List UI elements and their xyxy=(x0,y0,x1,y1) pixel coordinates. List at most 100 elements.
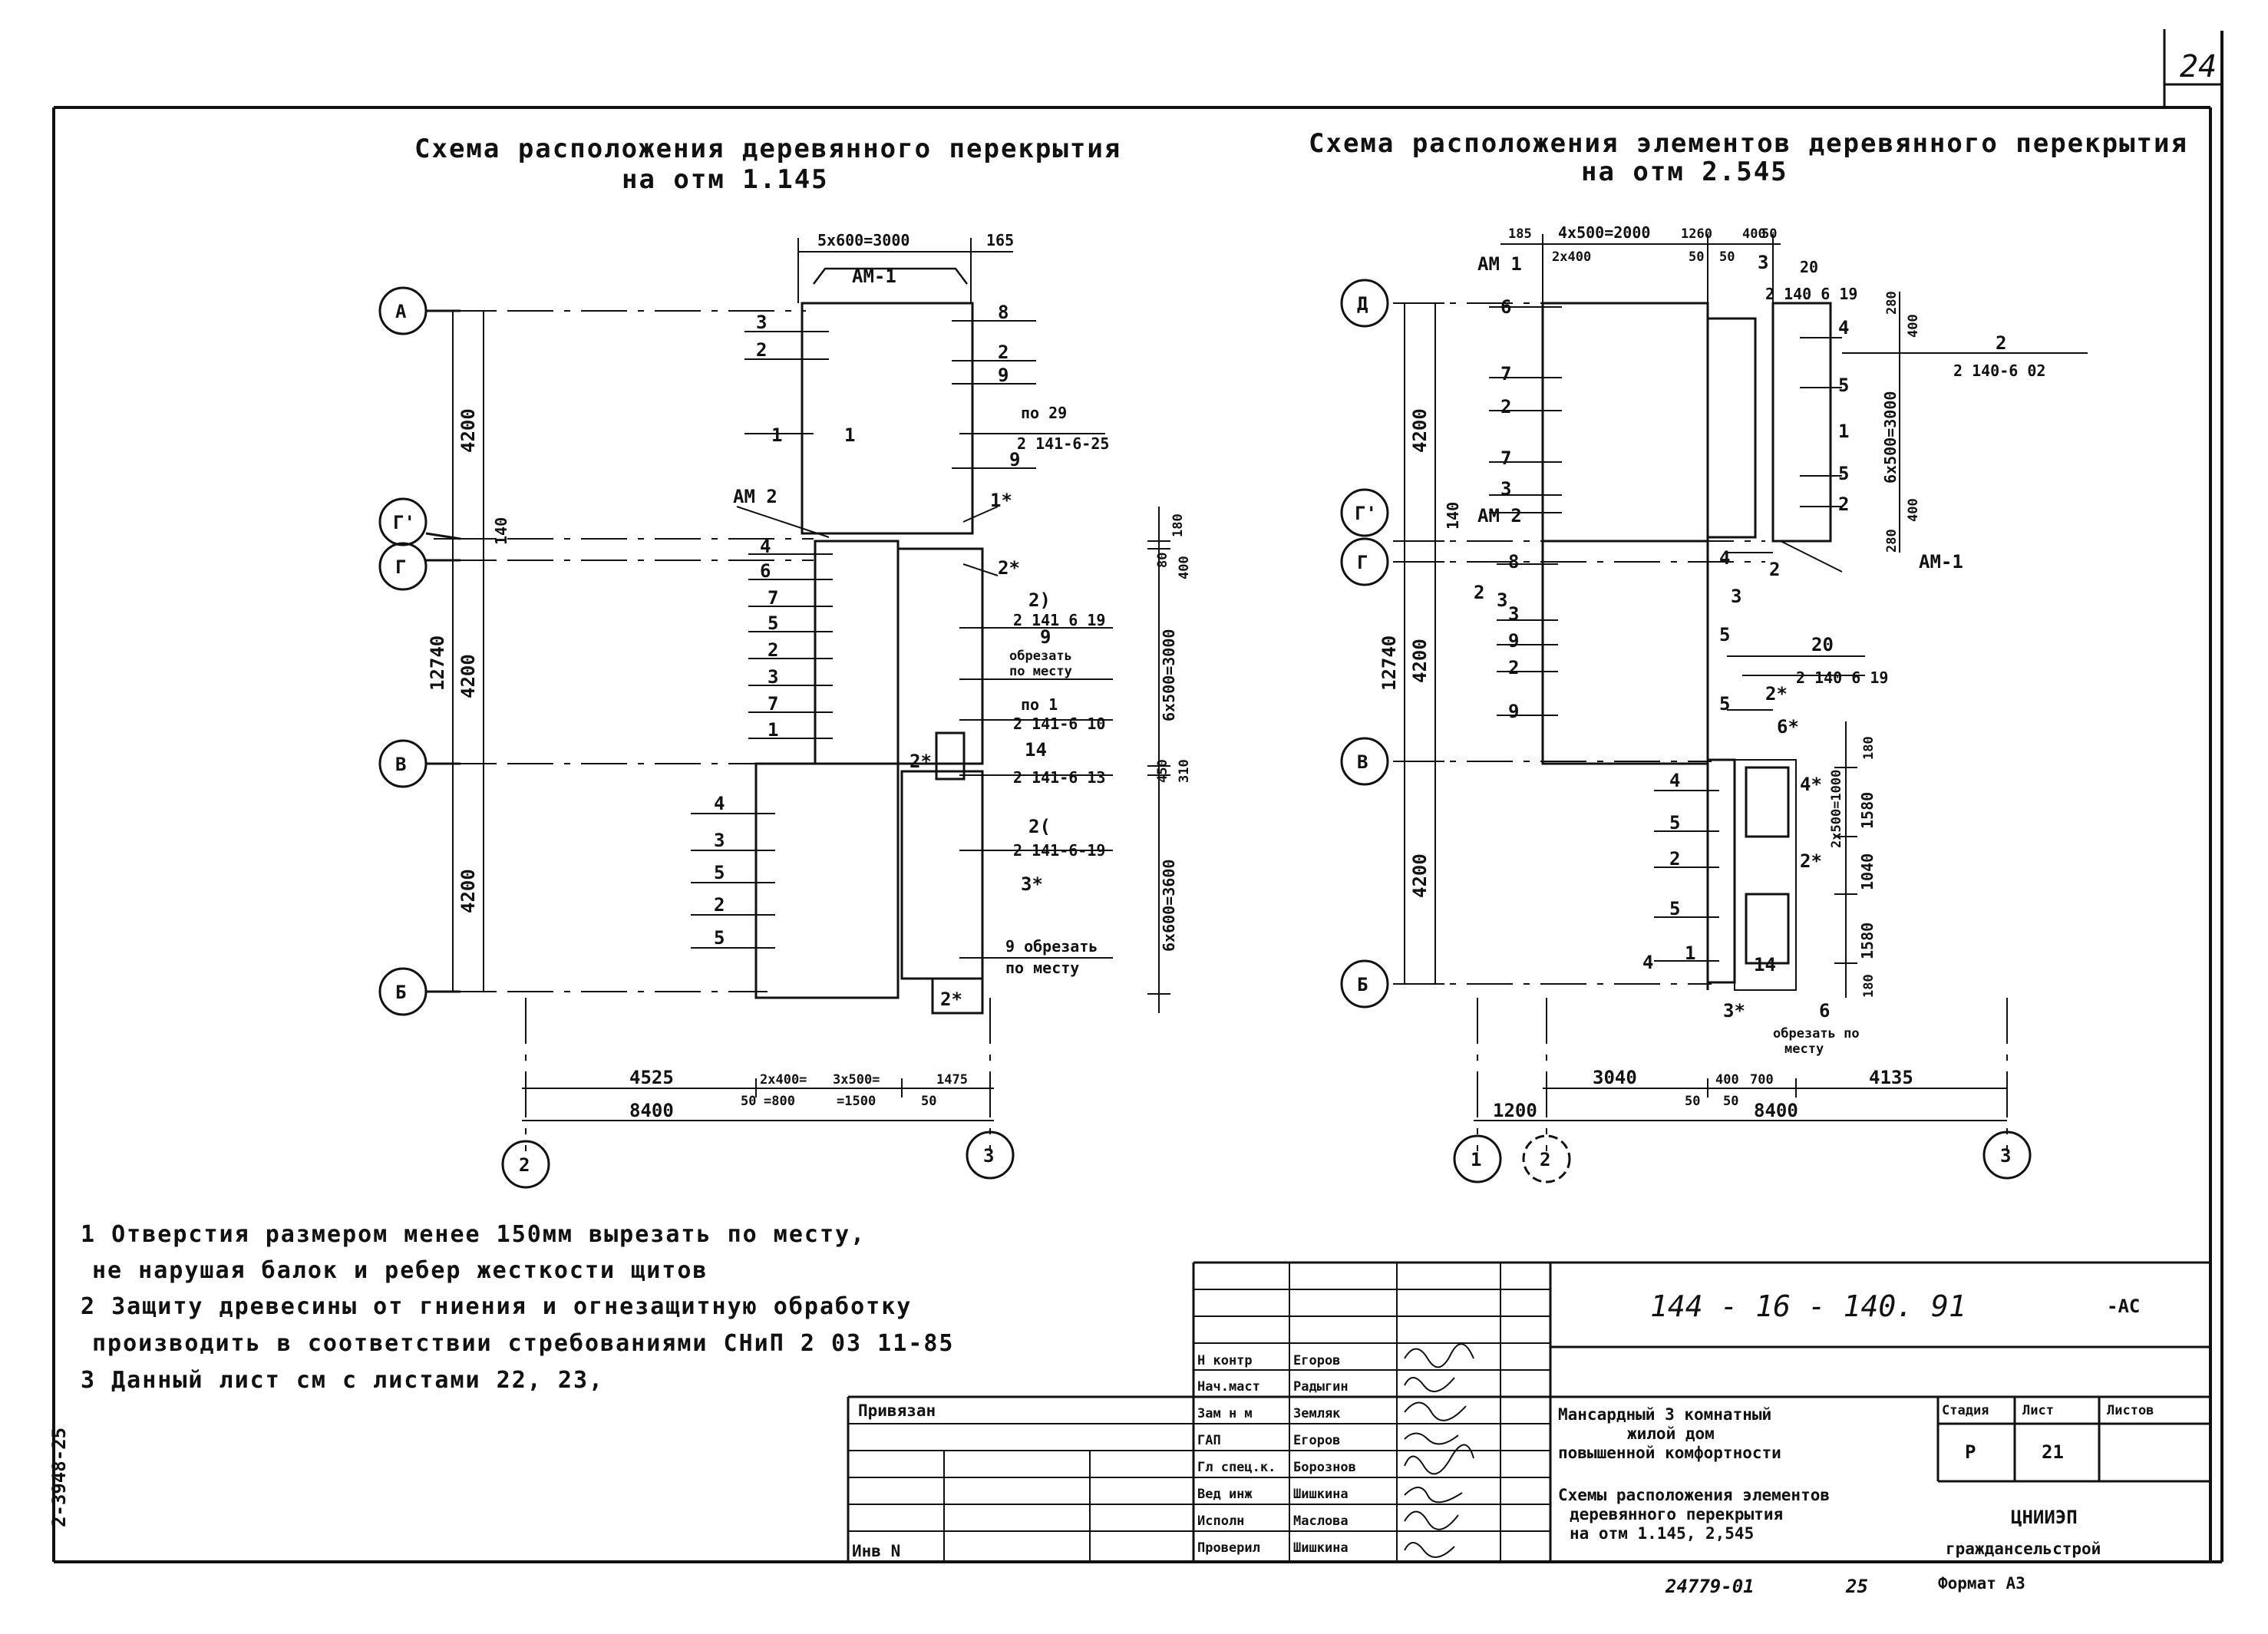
bdim-2x400: 2x400= xyxy=(760,1072,807,1088)
mark-mr-9: 2 141-6 13 xyxy=(1013,768,1105,787)
r-axis-label-2: 2 xyxy=(1540,1149,1550,1170)
bdim-1500: =1500 xyxy=(837,1094,876,1109)
left-leaders xyxy=(691,331,833,949)
mark-ul-2: 1 xyxy=(771,424,782,446)
dim-140: 140 xyxy=(492,517,510,545)
signature-roles: Н контр Нач.маст Зам н м ГАП Гл спец.к. … xyxy=(1197,1353,1276,1556)
r-bdim-3040: 3040 xyxy=(1593,1067,1637,1088)
rdim-310: 310 xyxy=(1177,759,1192,783)
r-rdim-6x500: 6x500=3000 xyxy=(1881,391,1900,484)
mark-ur-6: 1* xyxy=(990,490,1012,511)
right-plan-title: Схема расположения элементов деревянного… xyxy=(1309,128,2188,159)
mark-ul-0: 3 xyxy=(756,312,767,333)
r-mark-ml-0: 8 xyxy=(1508,551,1519,573)
note-line-5: 3 Данный лист см с листами 22, 23, xyxy=(81,1367,604,1394)
r-mark-ur-12: 2 xyxy=(1769,559,1780,580)
mark-mr-7: 2 141-6 10 xyxy=(1013,715,1105,733)
r-bdim-700: 700 xyxy=(1750,1072,1774,1088)
r-mark-mr-7: 2* xyxy=(1800,850,1822,872)
role-3: ГАП xyxy=(1197,1433,1221,1448)
doc-code: 144 - 16 - 140. 91 xyxy=(1650,1289,1966,1323)
list-header: Лист xyxy=(2022,1403,2054,1418)
mark-ml-0: 4 xyxy=(760,536,771,557)
r-bdim-4135: 4135 xyxy=(1869,1067,1913,1088)
mark-ul-1: 2 xyxy=(756,339,767,361)
axis-label-V: В xyxy=(395,754,406,775)
role-5: Вед инж xyxy=(1197,1487,1253,1502)
r-panel-low-box2 xyxy=(1745,893,1790,965)
note-line-2: не нарушая балок и ребер жесткости щитов xyxy=(92,1257,708,1284)
axis-label-G: Г xyxy=(395,556,406,578)
notes: 1 Отверстия размером менее 150мм вырезат… xyxy=(81,1221,952,1394)
r-panel-low-frame xyxy=(1734,759,1797,991)
panel-bottom-box xyxy=(931,977,984,1015)
name-6: Маслова xyxy=(1293,1514,1349,1529)
r-am2: АМ 2 xyxy=(1477,505,1522,527)
format-label: Формат А3 xyxy=(1938,1574,2025,1593)
bdim-50a: 50 xyxy=(741,1094,756,1109)
dim-4200-low: 4200 xyxy=(457,869,479,913)
mark-ll-4: 5 xyxy=(714,927,725,949)
mark-mr-2: 2 141 6 19 xyxy=(1013,611,1105,629)
r-mark-lr-0: 14 xyxy=(1754,954,1776,975)
r-rdim-1580b: 1580 xyxy=(1858,923,1877,959)
r-mark-ur-9: 2 140-6 02 xyxy=(1953,361,2045,380)
left-plan-subtitle: на отм 1.145 xyxy=(622,164,829,195)
dim-5x600: 5x600=3000 xyxy=(817,231,910,249)
r-mark-lr-3: обрезать по xyxy=(1773,1026,1860,1041)
left-dim-chain xyxy=(444,310,493,992)
r-mark-ul-3: 7 xyxy=(1500,447,1511,469)
r-dim-4200-top: 4200 xyxy=(1409,408,1431,453)
rdim-80: 80 xyxy=(1155,553,1170,568)
r-mark-ur-1: 20 xyxy=(1800,258,1818,276)
note-line-1: 1 Отверстия размером менее 150мм вырезат… xyxy=(81,1221,866,1248)
r-bdim-8400: 8400 xyxy=(1754,1100,1798,1121)
axis-label-2: 2 xyxy=(519,1154,530,1176)
inv-label: Инв N xyxy=(852,1542,900,1560)
r-bottom-dim xyxy=(1474,1078,2007,1121)
mark-ur-5: 9 xyxy=(1009,449,1020,470)
mark-ml-2: 7 xyxy=(768,587,778,609)
r-axis-label-G: Г xyxy=(1357,552,1368,573)
sheet-number: 24 xyxy=(2180,49,2217,84)
r-mark-ll-4: 4 xyxy=(1642,952,1653,973)
mark-mr-5: по месту xyxy=(1009,664,1072,679)
panel-upper xyxy=(801,302,974,535)
mark-ml-7: 1 xyxy=(768,719,778,741)
rdim-450: 450 xyxy=(1155,759,1170,783)
rdim-6x500: 6x500=3000 xyxy=(1160,629,1178,721)
r-axis-label-B: Б xyxy=(1357,974,1368,995)
mark-ur-3: по 29 xyxy=(1021,404,1067,422)
listov-header: Листов xyxy=(2107,1403,2154,1418)
r-mark-ll-3: 5 xyxy=(1669,898,1680,919)
bdim-1475: 1475 xyxy=(936,1072,968,1088)
dim-165: 165 xyxy=(986,231,1014,249)
mark-ur-1: 2 xyxy=(998,342,1009,363)
mark-mr-12: 3* xyxy=(1021,873,1043,895)
left-plan: Схема расположения деревянного перекрыти… xyxy=(378,134,1192,1189)
r-axis-label-D: Д xyxy=(1357,293,1368,315)
mark-mr-3: 9 xyxy=(1040,626,1051,648)
order-number: 24779-01 xyxy=(1665,1576,1755,1597)
r-mark-lr-1: 3* xyxy=(1723,1000,1745,1022)
mark-ml-1: 6 xyxy=(760,560,771,582)
r-rdim-400a: 400 xyxy=(1906,314,1921,338)
r-dim-12740: 12740 xyxy=(1378,635,1400,691)
r-panel-upper-right xyxy=(1771,302,1832,543)
r-tdim-50a: 50 xyxy=(1689,249,1704,265)
r-tdim-4x500: 4x500=2000 xyxy=(1558,223,1650,242)
left-am2: АМ 2 xyxy=(733,486,777,507)
r-mark-ul-1: 7 xyxy=(1500,363,1511,385)
rdim-6x600: 6x600=3600 xyxy=(1160,860,1178,952)
name-2: Земляк xyxy=(1293,1406,1340,1421)
dim-4200-mid: 4200 xyxy=(457,654,479,698)
left-plan-title: Схема расположения деревянного перекрыти… xyxy=(414,134,1121,164)
mark-ur-2: 9 xyxy=(998,365,1009,386)
mark-ll-3: 2 xyxy=(714,894,725,916)
dim-4200-top: 4200 xyxy=(457,408,479,453)
mark-ml-3: 5 xyxy=(768,612,778,634)
r-tdim-400: 400 xyxy=(1742,226,1766,242)
role-1: Нач.маст xyxy=(1197,1379,1260,1395)
r-rdim-400b: 400 xyxy=(1906,498,1921,522)
